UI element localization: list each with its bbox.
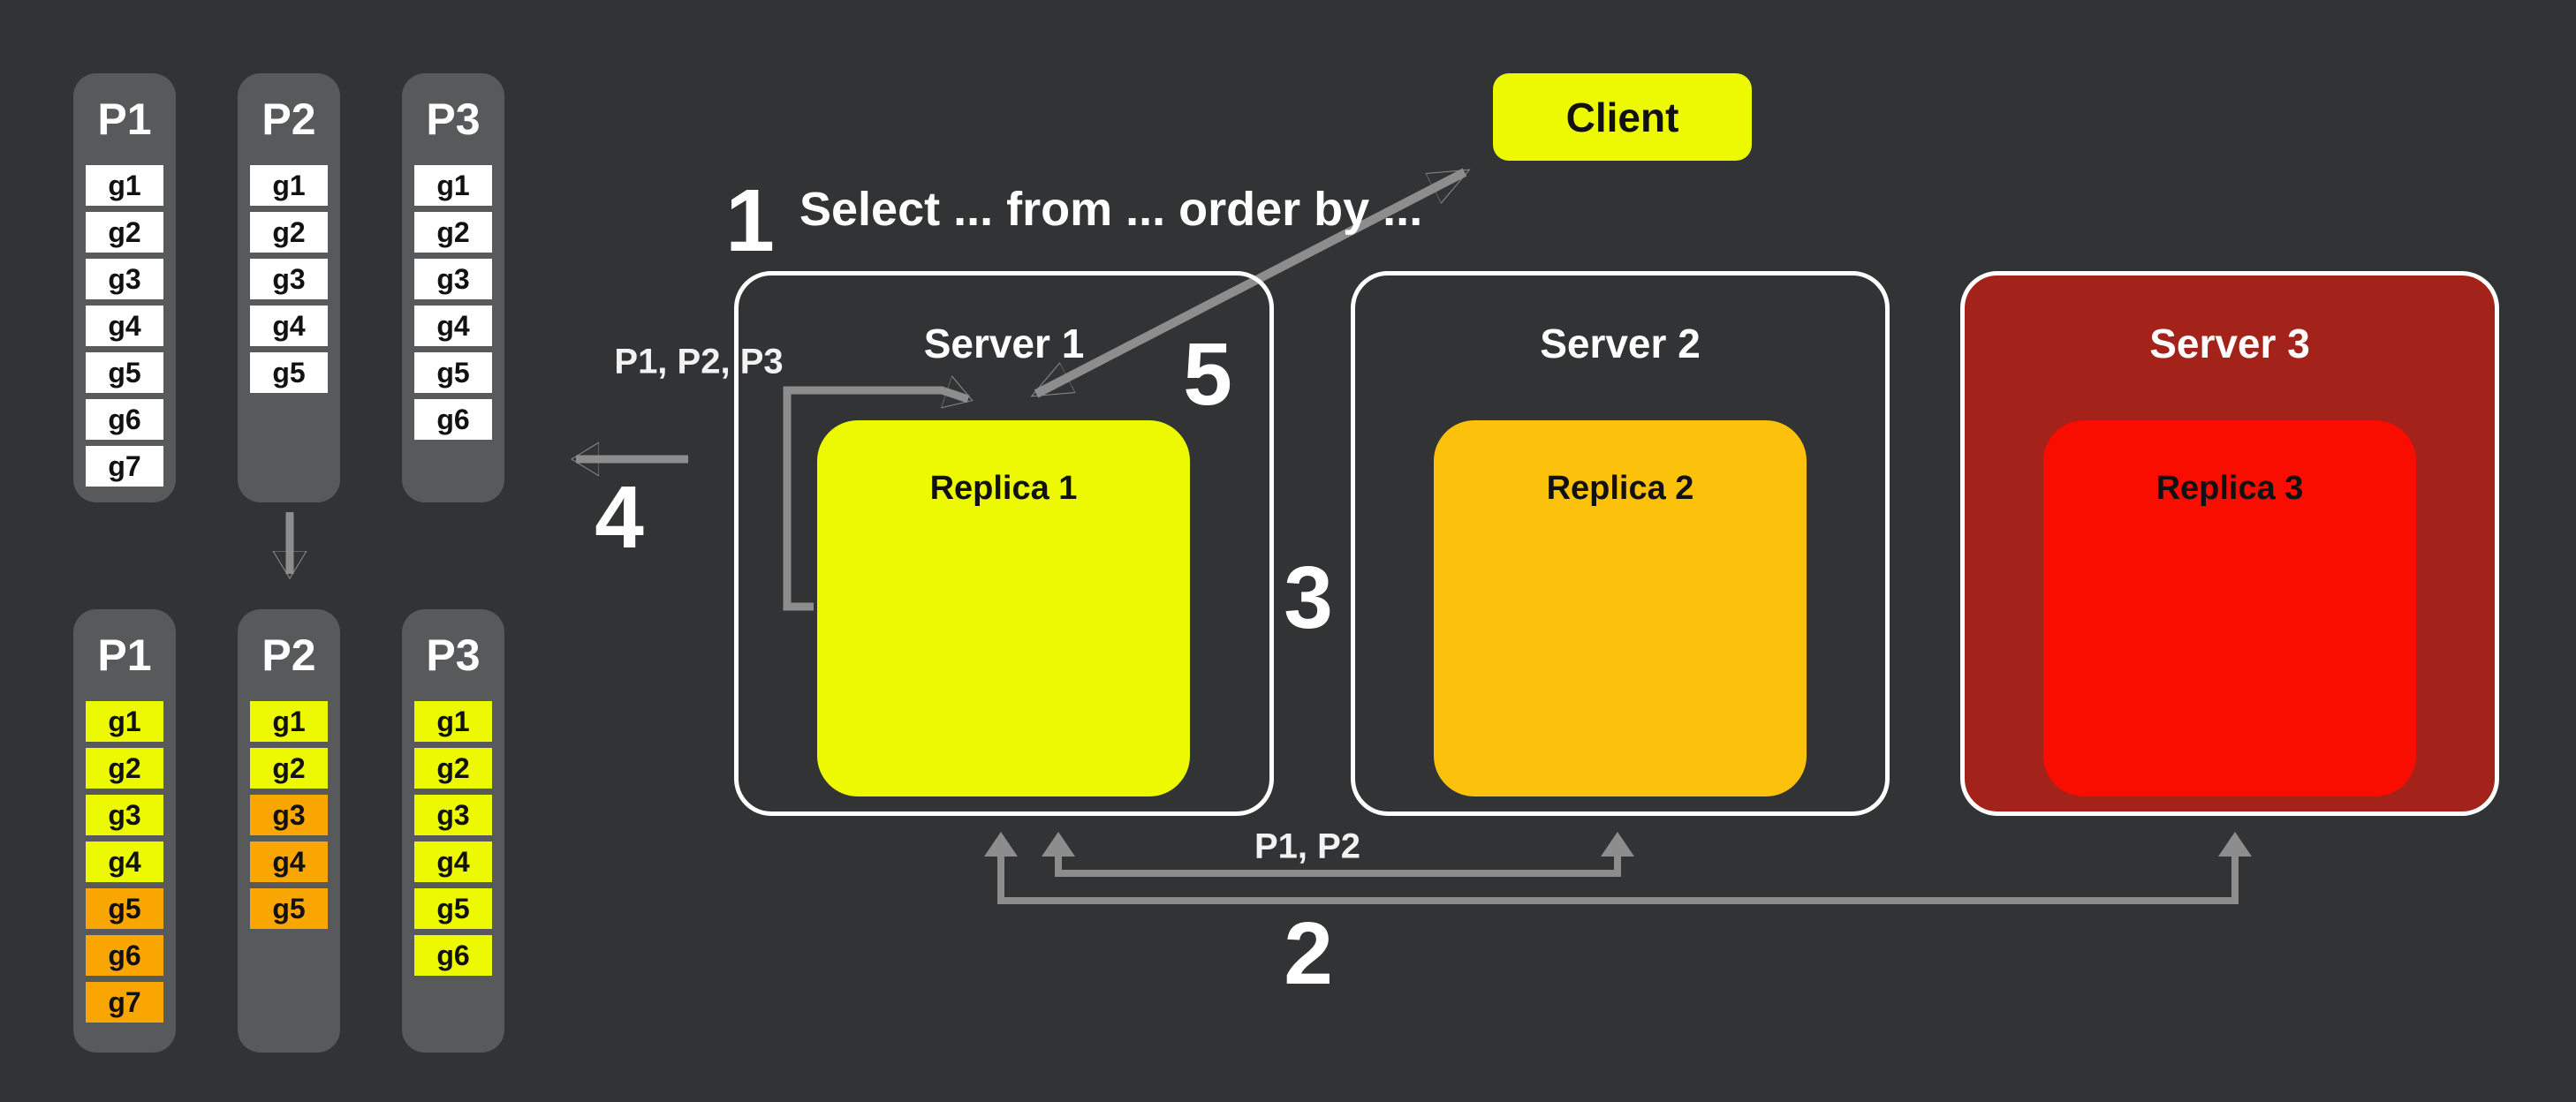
partition-cell-g2: g2 xyxy=(86,212,163,253)
client-box: Client xyxy=(1493,73,1752,161)
partition-cell-g3: g3 xyxy=(250,259,328,299)
partition-title: P3 xyxy=(426,94,481,144)
step-1-query-text: Select ... from ... order by ... xyxy=(799,183,1423,236)
server-3-label: Server 3 xyxy=(2149,321,2310,366)
up-arrowhead xyxy=(1601,832,1634,857)
partition-cell-g7: g7 xyxy=(86,446,163,487)
partition-cell-g3: g3 xyxy=(86,259,163,299)
partition-cell-g4: g4 xyxy=(414,842,492,882)
partition-title: P2 xyxy=(261,94,316,144)
partition-cell-g1: g1 xyxy=(414,165,492,206)
partition-before-p3: P3 g1 g2 g3 g4 g5 g6 xyxy=(402,73,504,502)
partition-cell-g3: g3 xyxy=(414,795,492,835)
partition-cell-g4: g4 xyxy=(414,306,492,346)
partition-cell-g5: g5 xyxy=(250,888,328,929)
server-2-label: Server 2 xyxy=(1540,321,1701,366)
partition-cell-g1: g1 xyxy=(250,701,328,742)
step2-scatter-bracket-inner xyxy=(1055,853,1621,877)
partition-cell-g5: g5 xyxy=(86,888,163,929)
partition-cell-g1: g1 xyxy=(250,165,328,206)
replica-1-label: Replica 1 xyxy=(929,470,1078,507)
partition-cell-g5: g5 xyxy=(86,352,163,393)
partition-title: P2 xyxy=(261,630,316,680)
up-arrowhead xyxy=(1042,832,1075,857)
partition-cell-g4: g4 xyxy=(250,842,328,882)
partition-cell-g1: g1 xyxy=(86,701,163,742)
partition-title: P1 xyxy=(97,630,152,680)
partition-cell-g2: g2 xyxy=(86,748,163,789)
replica-3-label: Replica 3 xyxy=(2156,470,2304,507)
partition-cell-g2: g2 xyxy=(250,748,328,789)
partition-cell-g5: g5 xyxy=(414,888,492,929)
partition-cell-g1: g1 xyxy=(86,165,163,206)
partition-before-p2: P2 g1 g2 g3 g4 g5 xyxy=(238,73,340,502)
partition-cell-g4: g4 xyxy=(86,842,163,882)
partition-after-p3: P3 g1 g2 g3 g4 g5 g6 xyxy=(402,609,504,1053)
server-1-label: Server 1 xyxy=(923,321,1085,366)
step-2-number: 2 xyxy=(1284,904,1333,1003)
partition-cell-g6: g6 xyxy=(414,935,492,976)
partition-cell-g3: g3 xyxy=(414,259,492,299)
replica-3-box: Replica 3 xyxy=(2043,420,2416,796)
partition-cell-g1: g1 xyxy=(414,701,492,742)
replica-2-label: Replica 2 xyxy=(1546,470,1694,507)
partition-cell-g7: g7 xyxy=(86,982,163,1023)
server-1-box: Server 1 Replica 1 xyxy=(734,271,1274,816)
step-3-number: 3 xyxy=(1284,548,1333,647)
partition-cell-g3: g3 xyxy=(86,795,163,835)
partition-cell-g5: g5 xyxy=(250,352,328,393)
partition-cell-g6: g6 xyxy=(414,399,492,440)
partition-cell-g2: g2 xyxy=(414,748,492,789)
server-2-box: Server 2 Replica 2 xyxy=(1351,271,1890,816)
replica-2-box: Replica 2 xyxy=(1434,420,1807,796)
partition-cell-g3: g3 xyxy=(250,795,328,835)
partition-cell-g6: g6 xyxy=(86,935,163,976)
partition-before-p1: P1 g1 g2 g3 g4 g5 g6 g7 xyxy=(73,73,176,502)
step-1-number: 1 xyxy=(725,171,775,270)
partition-title: P1 xyxy=(97,94,152,144)
step-2-partitions-label: P1, P2 xyxy=(1254,826,1361,866)
step2-scatter-bracket-outer xyxy=(997,853,2239,904)
up-arrowhead xyxy=(984,832,1018,857)
partition-cell-g2: g2 xyxy=(414,212,492,253)
partition-cell-g2: g2 xyxy=(250,212,328,253)
partition-cell-g4: g4 xyxy=(250,306,328,346)
up-arrowhead xyxy=(2218,832,2252,857)
partition-cell-g5: g5 xyxy=(414,352,492,393)
step-5-number: 5 xyxy=(1183,325,1232,424)
partition-cell-g4: g4 xyxy=(86,306,163,346)
partition-after-p2: P2 g1 g2 g3 g4 g5 xyxy=(238,609,340,1053)
server-3-box: Server 3 Replica 3 xyxy=(1960,271,2499,816)
replica1-local-query-loop-arrow xyxy=(783,390,968,611)
partition-title: P3 xyxy=(426,630,481,680)
step-4-number: 4 xyxy=(595,468,644,567)
partitions-route-label: P1, P2, P3 xyxy=(614,342,784,381)
partition-after-p1: P1 g1 g2 g3 g4 g5 g6 g7 xyxy=(73,609,176,1053)
partition-cell-g6: g6 xyxy=(86,399,163,440)
replica-1-box: Replica 1 xyxy=(817,420,1190,796)
